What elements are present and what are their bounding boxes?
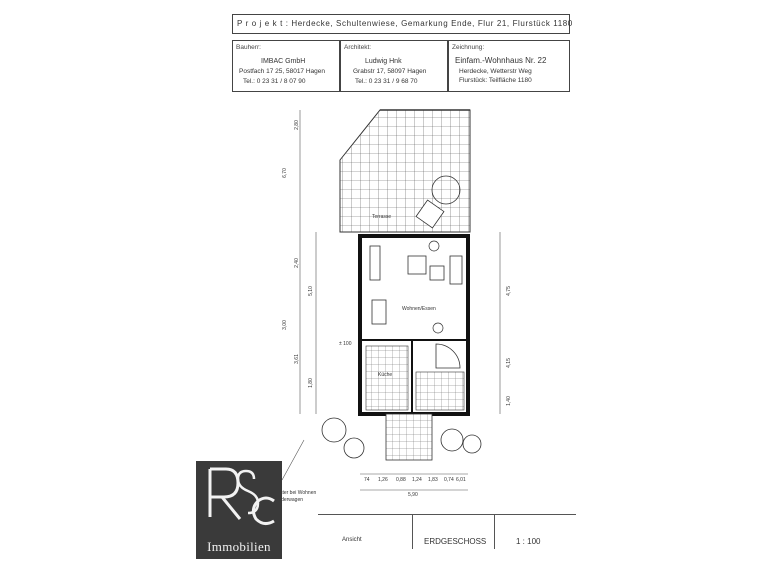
bauherr-name: IMBAC GmbH <box>261 58 306 65</box>
dim-right-3: 1,40 <box>505 396 512 406</box>
tree-icon <box>440 428 464 452</box>
bauherr-block: Bauherr: IMBAC GmbH Postfach 17 25, 5801… <box>232 40 340 92</box>
dim-right-1: 4,75 <box>505 286 512 296</box>
dim-right-2: 4,15 <box>505 358 512 368</box>
company-logo: Immobilien <box>196 461 282 559</box>
house-outline <box>358 234 470 416</box>
footer-divider <box>494 515 495 549</box>
dimension-lines <box>281 110 501 491</box>
project-header: P r o j e k t : Herdecke, Schultenwiese,… <box>232 14 573 34</box>
bauherr-address: Postfach 17 25, 58017 Hagen <box>239 68 326 75</box>
bauherr-label: Bauherr: <box>236 44 261 51</box>
plant-icon <box>428 240 440 252</box>
footer-row: Ansicht ERDGESCHOSS 1 : 100 <box>318 514 576 549</box>
level-mark: ± 100 <box>339 341 352 347</box>
zeichnung-block: Zeichnung: Einfam.-Wohnhaus Nr. 22 Herde… <box>448 40 570 92</box>
ansicht-label: Ansicht <box>342 537 362 543</box>
tree-icon <box>462 434 482 454</box>
rsc-monogram-icon <box>208 467 275 526</box>
zeichnung-parcel: Flurstück: Teilfläche 1180 <box>459 77 532 84</box>
table-icon <box>429 265 445 281</box>
dim-bottom-7: 6,01 <box>456 477 466 483</box>
tree-icon <box>321 417 347 443</box>
zeichnung-title: Einfam.-Wohnhaus Nr. 22 <box>455 56 547 65</box>
dim-bottom-3: 0,88 <box>396 477 406 483</box>
footer-divider <box>412 515 413 549</box>
living-room-label: Wohnen/Essen <box>402 306 436 312</box>
dim-bottom-1: 74 <box>364 477 370 483</box>
tree-icon <box>343 437 365 459</box>
logo-name: Immobilien <box>207 539 271 554</box>
architekt-name: Ludwig Hnk <box>365 58 402 65</box>
zeichnung-label: Zeichnung: <box>452 44 485 51</box>
trees <box>321 417 482 459</box>
architekt-block: Architekt: Ludwig Hnk Grabstr 17, 58097 … <box>340 40 448 92</box>
dim-total: 5,90 <box>408 492 418 498</box>
dim-left-5: 3,00 <box>281 320 288 330</box>
kitchen-label: Küche <box>378 372 393 378</box>
zeichnung-location: Herdecke, Wetterstr Weg <box>459 68 532 75</box>
dining-table-icon <box>371 299 387 325</box>
terrace-label: Terrasse <box>372 214 392 220</box>
dim-left-2: 6,70 <box>281 168 288 178</box>
terrace-area <box>339 109 471 233</box>
dim-bottom-4: 1,24 <box>412 477 422 483</box>
sideboard-icon <box>369 245 381 281</box>
plant-icon <box>432 322 444 334</box>
dim-left-1: 2,80 <box>293 120 300 130</box>
staircase-icon <box>435 343 461 369</box>
dim-left-4: 5,10 <box>307 286 314 296</box>
architekt-phone: Tel.: 0 23 31 / 9 68 70 <box>355 78 418 85</box>
dim-bottom-5: 1,83 <box>428 477 438 483</box>
project-title: P r o j e k t : Herdecke, Schultenwiese,… <box>237 19 573 28</box>
dim-bottom-6: 0,74 <box>444 477 454 483</box>
entrance-area <box>385 413 433 461</box>
bauherr-phone: Tel.: 0 23 31 / 8 07 90 <box>243 78 306 85</box>
floor-label: ERDGESCHOSS <box>424 537 487 546</box>
scale-label: 1 : 100 <box>516 537 541 546</box>
spiral-stair-icon <box>431 175 461 205</box>
garden-table-icon <box>415 199 445 229</box>
dim-left-3: 2,40 <box>293 258 300 268</box>
sofa-icon <box>449 255 463 285</box>
dim-left-7: 1,80 <box>307 378 314 388</box>
architekt-address: Grabstr 17, 58097 Hagen <box>353 68 427 75</box>
window-note: Zusatzfenster bei Wohnen <box>258 490 317 496</box>
dim-left-6: 3,61 <box>293 354 300 364</box>
armchair-icon <box>407 255 427 275</box>
dim-bottom-2: 1,26 <box>378 477 388 483</box>
architekt-label: Architekt: <box>344 44 372 51</box>
